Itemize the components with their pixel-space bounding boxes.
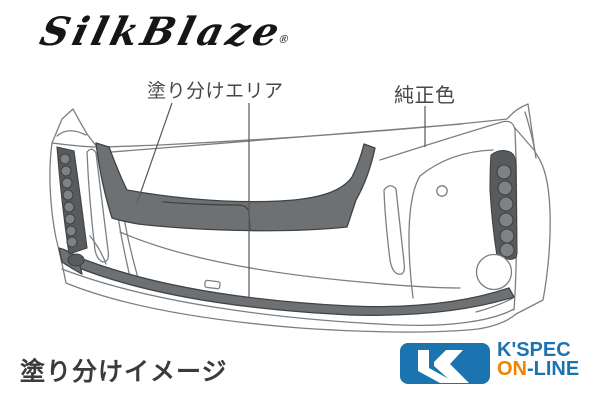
left-fin-crease (56, 130, 87, 137)
paint-area-lip (69, 253, 515, 316)
lower-grille-line (119, 231, 461, 289)
led-circle (59, 153, 71, 165)
skirt-line (61, 268, 515, 326)
left-fog-arc (89, 235, 107, 265)
paint-area-label: 塗り分けエリア (147, 81, 284, 102)
led-strip-right (489, 149, 518, 260)
led-circle (498, 196, 514, 212)
kspec-k-mark-icon (400, 343, 490, 384)
leader-line-paint-area-left (136, 102, 173, 204)
paint-area-step-line (162, 201, 251, 231)
led-circle (498, 212, 514, 228)
left-fin-base-line (51, 142, 98, 148)
right-face-fold (408, 149, 494, 299)
right-side-connector (514, 127, 535, 151)
stock-color-label: 純正色 (394, 85, 456, 107)
top-edge-fold-line (98, 123, 463, 154)
fog-lamp (475, 253, 513, 291)
led-circle (60, 165, 72, 177)
led-circle (62, 189, 74, 201)
led-circle (499, 228, 515, 244)
led-circle (66, 236, 78, 248)
online-on-text: ON (497, 358, 527, 380)
kspec-online-logo[interactable]: K'SPEC ON-LINE (400, 339, 595, 391)
skirt-line-right (475, 297, 514, 313)
online-line-text: -LINE (527, 358, 580, 380)
right-air-slot (383, 185, 406, 275)
paint-area-band (95, 142, 376, 232)
kspec-logo-text: K'SPEC ON-LINE (497, 339, 580, 380)
left-fog-shadow (67, 253, 85, 267)
led-circle (499, 242, 515, 258)
left-air-slot (86, 148, 110, 263)
led-circle (64, 213, 76, 225)
led-circle (65, 225, 77, 237)
led-circle (496, 164, 512, 180)
online-text: ON-LINE (497, 358, 580, 380)
kspec-text: K'SPEC (497, 339, 571, 361)
led-circle (61, 177, 73, 189)
right-fin-crease (524, 111, 537, 159)
license-mount (204, 279, 221, 290)
led-strip-left (56, 146, 88, 267)
left-face-fold-2 (123, 217, 139, 279)
caption-text: 塗り分けイメージ (20, 358, 228, 386)
parking-sensor (436, 185, 448, 197)
led-circle (63, 201, 75, 213)
right-corner-curve (379, 120, 517, 161)
led-circle (497, 180, 513, 196)
